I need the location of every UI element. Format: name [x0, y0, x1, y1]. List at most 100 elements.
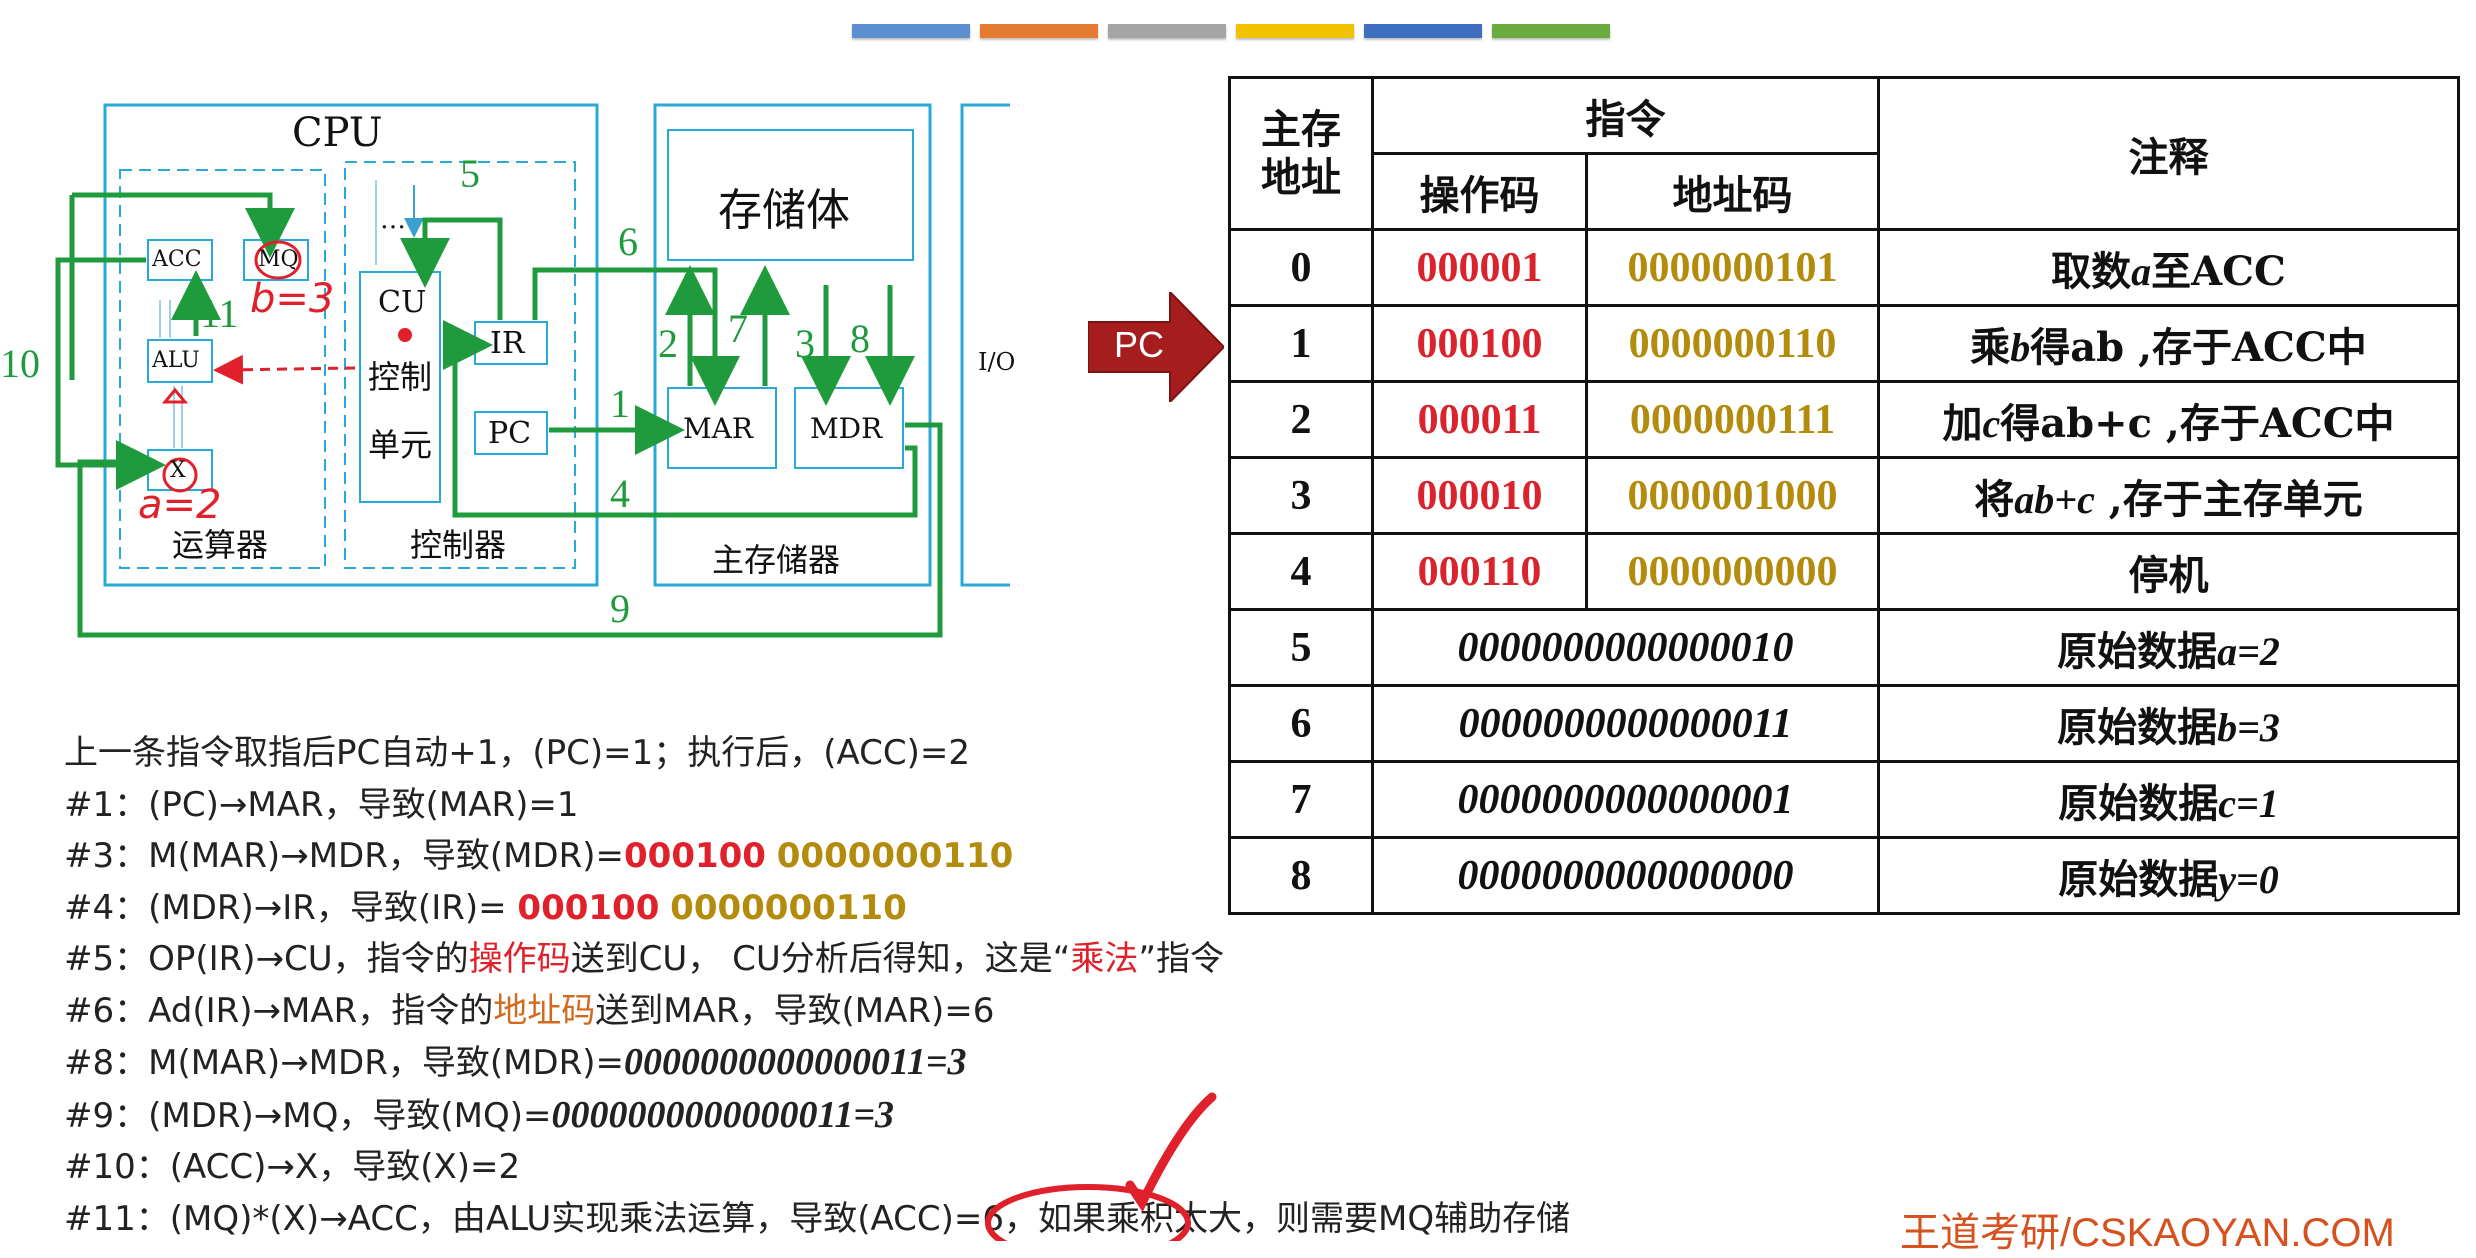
step-text: 送到MAR，导致(MAR)=6	[595, 990, 995, 1031]
storage-body-box	[667, 129, 914, 261]
step-text: #11：(MQ)*(X)→ACC，由ALU实现乘法运算，导致	[64, 1198, 858, 1239]
table-row: 3 000010 0000001000 将ab+c ,存于主存单元	[1228, 456, 2460, 535]
note-text: ,存于主存单元	[2094, 475, 2363, 523]
instruction-table: 主存地址 指令 注释 操作码 地址码 0 000001 0000000101 取…	[1228, 76, 2460, 915]
cell-note: 原始数据c=1	[1877, 760, 2460, 839]
cell-note: 停机	[1877, 532, 2460, 611]
cell-opcode: 000001	[1371, 228, 1588, 307]
note-var: a	[2131, 248, 2152, 294]
step-addr-code: 0000000110	[670, 887, 907, 928]
step-line: #6：Ad(IR)→MAR，指令的地址码送到MAR，导致(MAR)=6	[64, 986, 1570, 1038]
color-bar	[852, 24, 970, 38]
mar-label: MAR	[683, 412, 753, 445]
step-highlight: 地址码	[493, 990, 596, 1031]
step-line: #3：M(MAR)→MDR，导致(MDR)=000100 0000000110	[64, 831, 1570, 883]
note-var: a=2	[2217, 628, 2280, 674]
step-number-7: 7	[728, 306, 748, 351]
cpu-box	[103, 103, 599, 587]
mdr-label: MDR	[810, 412, 883, 445]
cell-opcode: 000110	[1371, 532, 1588, 611]
step-opcode: 000100	[517, 887, 660, 928]
cu-label: CU	[378, 285, 427, 320]
alu-unit-label: 运算器	[172, 526, 269, 564]
cell-addr: 3	[1228, 456, 1374, 535]
alu-box	[147, 339, 213, 383]
io-label: I/O	[978, 348, 1016, 376]
table-row: 5 0000000000000010 原始数据a=2	[1228, 608, 2460, 687]
cell-addr: 8	[1228, 836, 1374, 915]
table-row: 6 0000000000000011 原始数据b=3	[1228, 684, 2460, 763]
color-bar	[1492, 24, 1610, 38]
step-line: #1：(PC)→MAR，导致(MAR)=1	[64, 784, 579, 825]
ir-label: IR	[490, 326, 525, 361]
mq-label: MQ	[258, 247, 299, 272]
cell-opcode: 000100	[1371, 304, 1588, 383]
cell-note: 原始数据a=2	[1877, 608, 2460, 687]
step-text: #8：M(MAR)→MDR，导致(MDR)=	[64, 1043, 624, 1083]
note-text: 原始数据	[2058, 855, 2219, 903]
step-number-5: 5	[460, 151, 480, 196]
step-number-10: 10	[0, 341, 40, 386]
cell-data-value: 0000000000000011	[1371, 684, 1880, 763]
step-opcode: 000100	[624, 836, 766, 876]
table-row: 2 000011 0000000111 加c得ab+c ,存于ACC中	[1228, 380, 2460, 459]
step-text: 送到CU， CU分析后得知，这是“	[570, 939, 1071, 979]
cell-note: 乘b得ab ,存于ACC中	[1877, 304, 2460, 383]
pc-arrow-shape	[1087, 289, 1226, 405]
step-text: #3：M(MAR)→MDR，导致(MDR)=	[64, 836, 624, 876]
cell-data-value: 0000000000000010	[1371, 608, 1880, 687]
header-address: 主存地址	[1228, 76, 1374, 231]
step-line: #9：(MDR)→MQ，导致(MQ)=0000000000000011=3	[64, 1090, 1570, 1143]
step-number-9: 9	[610, 586, 630, 631]
step-text: #4：(MDR)→IR，导致(IR)=	[64, 887, 518, 928]
top-color-bars	[852, 24, 1610, 38]
x-label: X	[170, 458, 186, 483]
cell-data-value: 0000000000000000	[1371, 836, 1880, 915]
note-var: y=0	[2218, 856, 2279, 902]
note-text: 得ab+c ,存于ACC中	[2000, 399, 2395, 447]
step-value: 0000000000000011=3	[624, 1041, 967, 1083]
step-text: ”指令	[1138, 939, 1224, 979]
step-number-2: 2	[658, 321, 678, 366]
table-row: 1 000100 0000000110 乘b得ab ,存于ACC中	[1228, 304, 2460, 383]
header-opcode: 操作码	[1371, 152, 1588, 231]
pc-label: PC	[488, 416, 532, 451]
main-memory-box	[653, 103, 932, 587]
pc-box	[474, 411, 548, 455]
header-note: 注释	[1877, 76, 2460, 231]
note-text: 加	[1942, 399, 1983, 447]
cell-addr-code: 0000000111	[1585, 380, 1880, 459]
color-bar	[1364, 24, 1482, 38]
note-text: 乘	[1970, 323, 2011, 371]
step-text: ，如果乘积太大，则需要MQ辅助存储	[1004, 1198, 1571, 1239]
note-text: 原始数据	[2057, 627, 2218, 675]
cell-addr-code: 0000000101	[1585, 228, 1880, 307]
color-bar	[1108, 24, 1226, 38]
cell-note: 原始数据b=3	[1877, 684, 2460, 763]
cell-note: 取数a至ACC	[1877, 228, 2460, 307]
cpu-title: CPU	[292, 110, 383, 156]
step-result: (ACC)=6	[857, 1198, 1005, 1239]
note-var: c	[1982, 400, 2001, 446]
computer-structure-diagram: CPU ACC MQ ALU X 运算器 CU … 控制 单元 控制器 IR P…	[0, 90, 1015, 650]
storage-body-label: 存储体	[718, 185, 850, 236]
pc-pointer-arrow: PC	[1087, 289, 1226, 405]
cell-note: 将ab+c ,存于主存单元	[1877, 456, 2460, 535]
step-number-11: 11	[200, 291, 239, 336]
acc-label: ACC	[152, 247, 202, 272]
cell-note: 原始数据y=0	[1877, 836, 2460, 915]
cell-addr: 2	[1228, 380, 1374, 459]
cell-addr-code: 0000000110	[1585, 304, 1880, 383]
step-text: #6：Ad(IR)→MAR，指令的	[64, 990, 494, 1031]
table-row: 4 000110 0000000000 停机	[1228, 532, 2460, 611]
main-memory-label: 主存储器	[712, 541, 841, 579]
handwritten-x-value: a=2	[138, 482, 222, 528]
handwritten-mq-value: b=3	[250, 276, 335, 322]
note-text: 原始数据	[2057, 703, 2218, 751]
color-bar	[1236, 24, 1354, 38]
step-text: #9：(MDR)→MQ，导致(MQ)=	[64, 1095, 552, 1136]
note-text: 原始数据	[2058, 779, 2219, 827]
note-var: b=3	[2217, 704, 2280, 750]
control-unit-label-2: 单元	[368, 426, 433, 464]
step-text: #5：OP(IR)→CU，指令的	[64, 939, 469, 979]
